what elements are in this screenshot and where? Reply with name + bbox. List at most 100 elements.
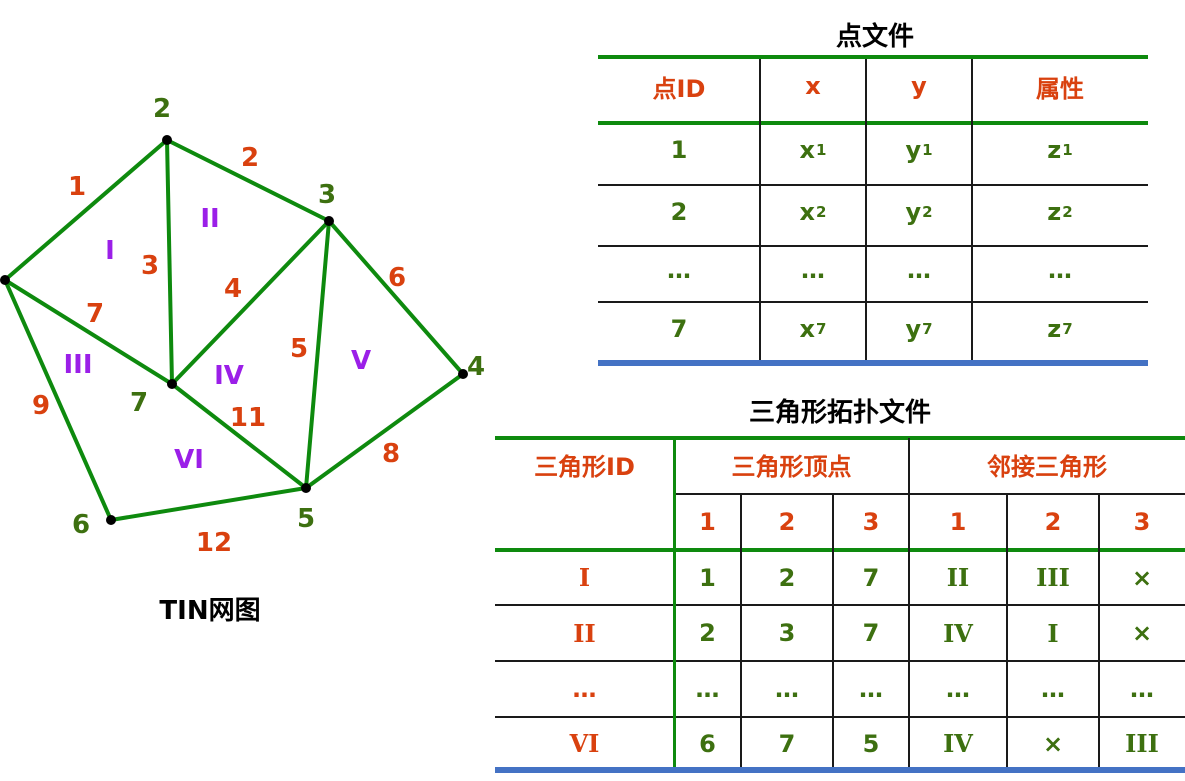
triangle-label: VI <box>174 445 204 475</box>
cell-text: 三角形ID <box>534 452 635 481</box>
cell-text: 7 <box>778 729 796 758</box>
cell-subscript: 7 <box>816 319 827 338</box>
triangle-id-header: 三角形ID <box>495 438 674 490</box>
vertex-cell: 2 <box>674 605 741 661</box>
tin-edge-11 <box>170 382 308 490</box>
table-rule <box>598 245 1148 247</box>
tin-node-3 <box>324 216 334 226</box>
node-label: 5 <box>297 504 315 534</box>
vertex-cell: 2 <box>741 550 833 605</box>
table-rule <box>598 184 1148 186</box>
neighbor-cell: I <box>1007 605 1099 661</box>
vertex-subheader: 2 <box>741 494 833 550</box>
cell-text: 2 <box>778 563 796 592</box>
cell-text: IV <box>943 729 973 758</box>
tin-edge-3 <box>165 138 174 386</box>
neighbor-cell: × <box>1099 605 1185 661</box>
cell-text: 7 <box>670 314 688 343</box>
cell-text: y <box>905 197 922 226</box>
cell-text: y <box>905 136 922 164</box>
cell-text: × <box>1131 619 1153 647</box>
cell-text: z <box>1047 197 1062 226</box>
tin-edges <box>3 138 465 522</box>
cell-text: y <box>905 314 922 343</box>
cell-subscript: 2 <box>922 202 933 221</box>
tin-node-1 <box>0 275 10 285</box>
cell-subscript: 7 <box>1062 319 1073 338</box>
vertex-cell: 7 <box>741 717 833 770</box>
edge-label: 8 <box>382 439 400 469</box>
table-rule <box>598 121 1148 125</box>
node-label: 2 <box>153 94 171 124</box>
point-header-cell: 属性 <box>972 57 1148 115</box>
cell-subscript: 1 <box>922 141 933 159</box>
cell-text: … <box>1048 256 1072 284</box>
neighbor-subheader: 3 <box>1099 494 1185 550</box>
tin-edge-5 <box>304 219 331 490</box>
neighbor-subheader: 2 <box>1007 494 1099 550</box>
cell-text: 5 <box>862 729 880 758</box>
cell-text: 点ID <box>652 74 706 103</box>
cell-text: … <box>859 675 883 703</box>
tin-edge-12 <box>109 486 308 522</box>
triangle-label: III <box>63 350 92 380</box>
cell-text: 2 <box>699 619 716 647</box>
node-label: 4 <box>467 352 485 382</box>
vertex-subheader: 1 <box>674 494 741 550</box>
cell-text: … <box>667 256 691 284</box>
node-label: 6 <box>72 510 90 540</box>
triangle-id-cell: … <box>495 661 674 717</box>
cell-text: x <box>799 136 816 164</box>
cell-subscript: 1 <box>1062 141 1073 159</box>
cell-text: 6 <box>699 729 716 758</box>
node-label: 3 <box>318 180 336 210</box>
cell-text: … <box>572 675 597 703</box>
point-cell: … <box>760 242 866 298</box>
cell-text: 7 <box>862 563 880 592</box>
cell-text: 3 <box>778 619 796 647</box>
table-rule <box>495 767 1185 773</box>
triangle-id-cell: VI <box>495 717 674 770</box>
point-header-cell: 点ID <box>598 57 760 115</box>
table-column-rule <box>759 59 761 361</box>
table-column-rule <box>673 438 676 770</box>
neighbor-cell: × <box>1007 717 1099 770</box>
cell-text: I <box>578 563 591 592</box>
cell-text: x <box>799 314 816 343</box>
tin-node-6 <box>106 515 116 525</box>
edge-label: 7 <box>86 299 104 329</box>
cell-text: 邻接三角形 <box>987 452 1107 481</box>
tin-edge-4 <box>170 219 331 386</box>
triangle-file-title: 三角形拓扑文件 <box>748 398 931 428</box>
table-column-rule <box>908 438 910 770</box>
neighbors-header: 邻接三角形 <box>909 438 1185 490</box>
table-rule <box>598 55 1148 59</box>
cell-text: × <box>1042 729 1064 758</box>
cell-text: z <box>1047 136 1062 164</box>
neighbor-cell: × <box>1099 550 1185 605</box>
tin-edge-6 <box>327 219 465 376</box>
vertex-cell: 6 <box>674 717 741 770</box>
triangle-label: I <box>105 236 115 266</box>
cell-text: I <box>1047 618 1059 648</box>
edge-label: 6 <box>388 263 406 293</box>
vertex-cell: 3 <box>741 605 833 661</box>
edge-label: 11 <box>230 403 266 433</box>
vertex-cell: 7 <box>833 550 909 605</box>
cell-text: 属性 <box>1036 74 1084 103</box>
cell-text: … <box>907 256 931 284</box>
tin-edge-2 <box>165 138 331 223</box>
cell-text: 2 <box>670 197 688 226</box>
tin-edge-9 <box>3 278 113 522</box>
cell-text: 3 <box>1133 508 1151 536</box>
cell-text: II <box>573 618 596 648</box>
triangle-id-cell: II <box>495 605 674 661</box>
table-column-rule <box>740 494 742 770</box>
point-cell: … <box>598 242 760 298</box>
vertex-subheader: 3 <box>833 494 909 550</box>
cell-text: … <box>775 675 799 703</box>
